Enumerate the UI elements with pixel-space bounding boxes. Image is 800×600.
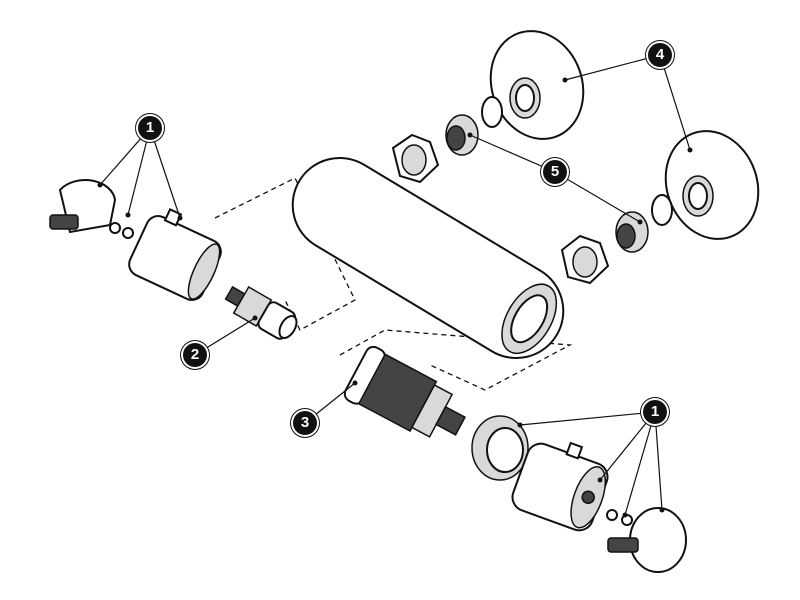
handle-right-cap xyxy=(607,507,687,573)
callout-connector: 5 xyxy=(543,160,567,184)
callout-escutcheon: 4 xyxy=(648,43,672,67)
screw-left xyxy=(122,227,134,239)
callout-flow-cartridge: 2 xyxy=(183,343,207,367)
handle-right-ring xyxy=(471,415,529,481)
escutcheon-upper xyxy=(489,30,585,140)
connector-upper xyxy=(445,114,479,156)
callout-thermostatic-cartridge: 3 xyxy=(293,411,317,435)
callout-handle-right: 1 xyxy=(643,400,667,424)
handle-right-sleeve xyxy=(511,441,609,532)
washer-small-left xyxy=(109,222,121,234)
escutcheon-lower xyxy=(664,130,760,240)
assembly-guide-right xyxy=(339,329,573,391)
flow-cartridge xyxy=(224,285,298,340)
handle-left-sleeve xyxy=(128,208,222,301)
connector-lower xyxy=(615,211,649,253)
washer-upper xyxy=(481,96,503,128)
nut-upper xyxy=(391,133,440,184)
handle-left-cap xyxy=(49,179,117,234)
callout-handle-left: 1 xyxy=(138,116,162,140)
washer-lower xyxy=(651,194,673,226)
nut-lower xyxy=(560,234,610,285)
valve-body xyxy=(291,156,565,360)
washer-small-right xyxy=(606,509,618,521)
thermostatic-cartridge xyxy=(343,345,466,438)
